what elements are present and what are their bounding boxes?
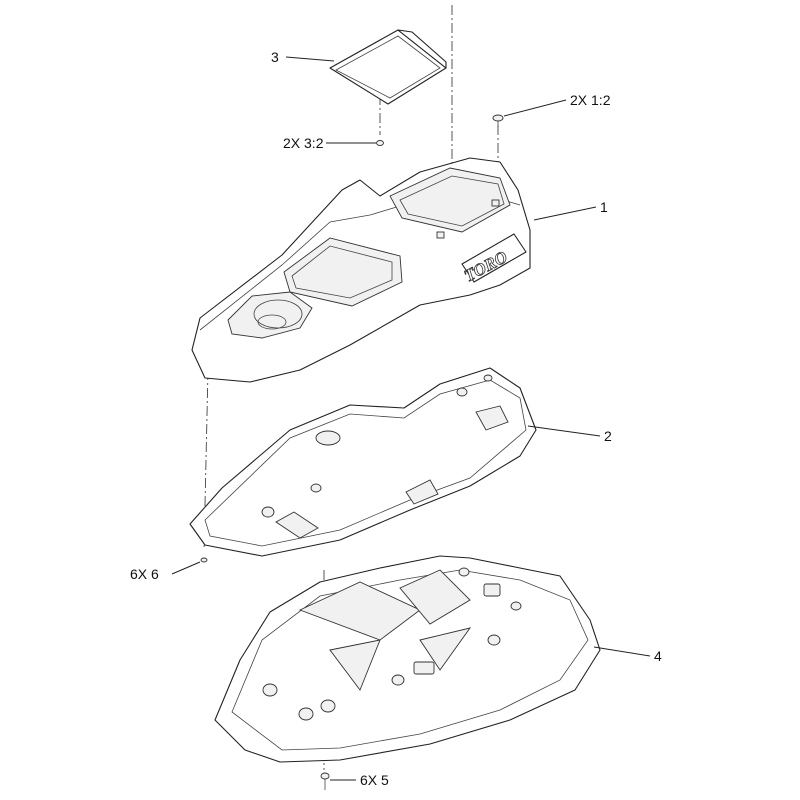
part-3-cover <box>329 29 447 105</box>
callout-hw-6: 6X 6 <box>130 566 159 582</box>
callout-part-4: 4 <box>654 648 662 664</box>
callout-hw-3-2: 2X 3:2 <box>283 135 324 151</box>
screw-5 <box>320 772 330 790</box>
fastener-3-2 <box>376 140 384 146</box>
part-4-lower-shroud <box>214 555 601 763</box>
callout-hw-5: 6X 5 <box>360 772 389 788</box>
part-2-base-tray <box>189 367 537 557</box>
callout-part-3: 3 <box>271 49 279 65</box>
callout-part-2: 2 <box>604 428 612 444</box>
leader-lines <box>171 56 651 781</box>
part-1-console-cover: TORO <box>191 157 531 383</box>
screw-1-2 <box>492 114 504 128</box>
screw-6 <box>200 557 208 563</box>
callout-part-1: 1 <box>600 199 608 215</box>
callout-hw-1-2: 2X 1:2 <box>570 92 611 108</box>
